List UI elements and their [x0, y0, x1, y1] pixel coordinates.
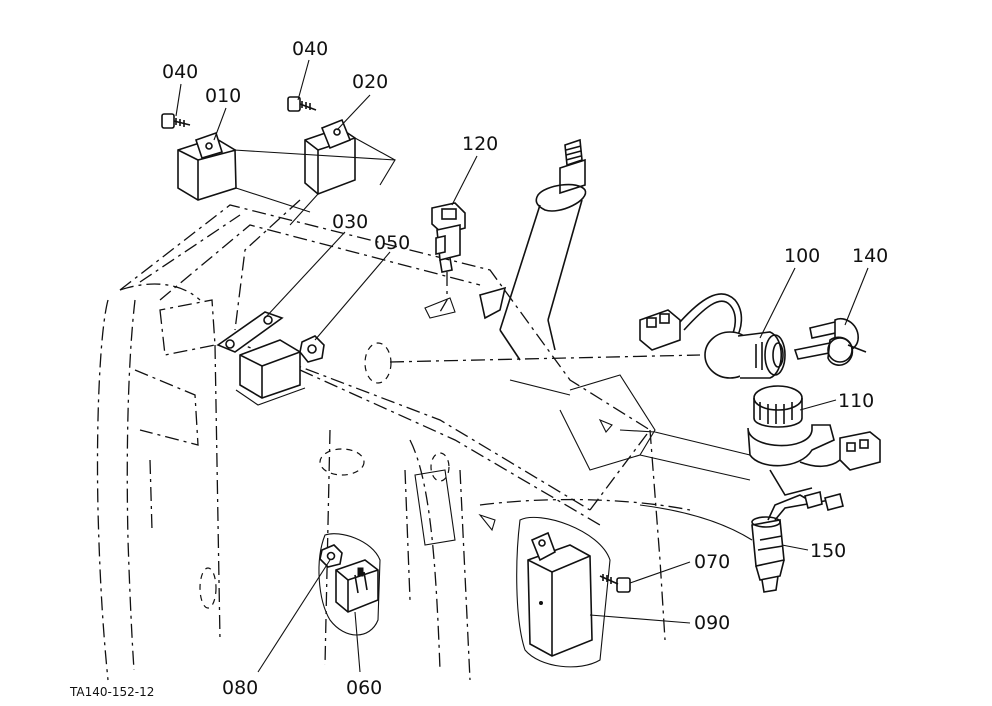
- steering-column: [479, 138, 587, 361]
- part-020-relay: [304, 118, 356, 195]
- dash-panel-outline: [96, 204, 691, 681]
- label-050: 050: [374, 232, 410, 254]
- part-040-screw-a: [161, 113, 191, 129]
- part-120-switch: [424, 202, 466, 319]
- part-150-sensor: [751, 491, 844, 593]
- part-010-relay: [177, 131, 237, 201]
- label-150: 150: [810, 540, 846, 562]
- label-060: 060: [346, 677, 382, 699]
- part-110-switch: [747, 385, 881, 496]
- figure-code: TA140-152-12: [69, 685, 154, 699]
- label-040-a: 040: [162, 61, 198, 83]
- label-110: 110: [838, 390, 874, 412]
- projection-line-keyswitch: [389, 354, 701, 363]
- wire-150: [639, 504, 753, 541]
- label-100: 100: [784, 245, 820, 267]
- label-140: 140: [852, 245, 888, 267]
- part-070-screw: [599, 574, 631, 593]
- part-050-nut: [299, 335, 325, 363]
- label-020: 020: [352, 71, 388, 93]
- relay-frame-lines: [233, 137, 396, 226]
- bracket-line-110: [639, 431, 751, 481]
- label-010: 010: [205, 85, 241, 107]
- part-090-unit: [516, 516, 611, 668]
- label-030: 030: [332, 211, 368, 233]
- label-040-b: 040: [292, 38, 328, 60]
- part-080-nut: [319, 544, 343, 568]
- label-090: 090: [694, 612, 730, 634]
- label-120: 120: [462, 133, 498, 155]
- part-030-relay: [216, 311, 306, 406]
- label-070: 070: [694, 551, 730, 573]
- center-bracket: [414, 379, 571, 546]
- part-140-keys: [793, 318, 867, 366]
- part-100-key-switch: [639, 293, 786, 379]
- relay-mount-guide: [234, 199, 301, 331]
- part-040-screw-b: [287, 96, 317, 112]
- part-labels: 040 010 040 020 120 030 050 100 140 110 …: [69, 38, 888, 699]
- mount-bracket-110: [559, 374, 656, 471]
- leader-lines: [175, 59, 869, 673]
- label-080: 080: [222, 677, 258, 699]
